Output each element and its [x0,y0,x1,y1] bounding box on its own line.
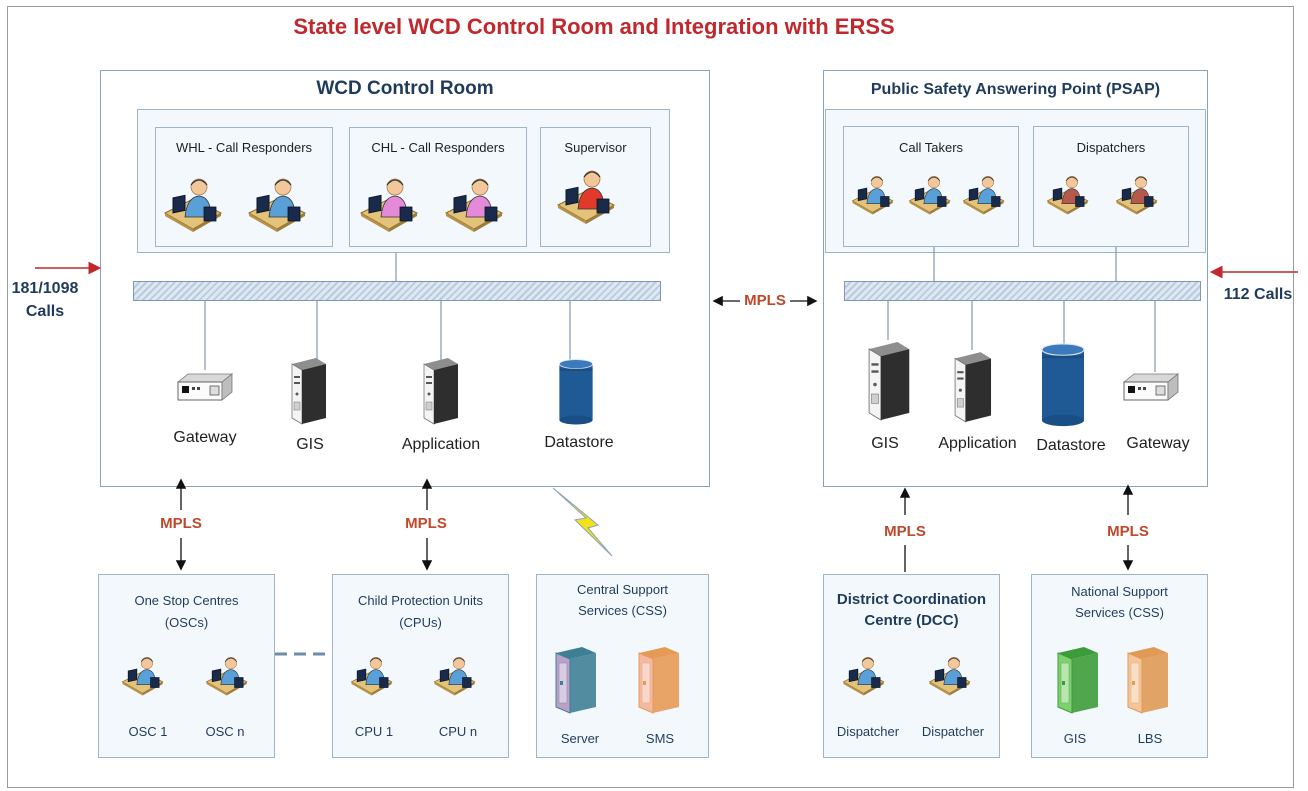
sms-rack-icon [635,645,683,715]
osc-item-label: OSC n [205,724,245,739]
lbs-rack-icon [1124,645,1172,715]
gateway-icon [174,372,234,408]
datastore-icon [1038,342,1088,428]
osc-box [98,574,275,758]
gateway-icon [1120,372,1180,408]
gis-server-icon [286,356,330,426]
osc-operator-icon [205,653,248,696]
css-title-line1: Central Support [576,582,669,597]
call-responder-icon [163,173,223,233]
psap-device-label-datastore: Datastore [1036,437,1106,454]
cpu-item-label: CPU 1 [354,724,394,739]
nss-title-line2: Services (CSS) [1075,605,1164,620]
gis-server-icon [862,338,914,424]
dispatcher-icon [1115,172,1158,215]
call-responder-icon [247,173,307,233]
dcc-title-line1: District Coordination [836,591,987,608]
datastore-icon [553,358,599,426]
mpls-label-osc: MPLS [160,515,202,532]
wcd-title: WCD Control Room [316,78,494,99]
wireless-link-bolt [552,487,613,557]
chl-group-label: CHL - Call Responders [371,140,505,155]
cpu-operator-icon [433,653,476,696]
mpls-label-cpu: MPLS [405,515,447,532]
wcd-network-bus [133,281,661,301]
dcc-title-line2: Centre (DCC) [864,612,959,629]
calls-left-line2: Calls [25,303,65,320]
wcd-device-label-datastore: Datastore [544,434,614,451]
dispatchers-group [1033,126,1189,247]
cpu-title-line2: (CPUs) [399,615,442,630]
supervisor-group-label: Supervisor [564,140,627,155]
dcc-dispatcher-icon [928,653,971,696]
wcd-device-label-application: Application [401,436,481,453]
osc-operator-icon [121,653,164,696]
wcd-device-label-gis: GIS [296,436,324,453]
wcd-device-label-gateway: Gateway [173,429,237,446]
osc-item-label: OSC 1 [128,724,168,739]
diagram-frame [7,6,1294,788]
application-server-icon [418,356,462,426]
server-rack-icon [552,645,600,715]
cpu-box [332,574,509,758]
calls-left-line1: 181/1098 [11,280,79,297]
cpu-title-line1: Child Protection Units [358,593,483,608]
call-responder-icon [359,173,419,233]
supervisor-icon [556,165,616,225]
mpls-label-dcc: MPLS [884,523,926,540]
call-takers-label: Call Takers [898,140,964,155]
chl-group [349,127,527,247]
dispatchers-label: Dispatchers [1076,140,1146,155]
psap-device-label-gis: GIS [871,435,899,452]
psap-device-label-application: Application [938,435,1017,452]
calls-right: 112 Calls [1223,286,1293,303]
call-responder-icon [444,173,504,233]
osc-title-line1: One Stop Centres [134,593,239,608]
dcc-box [823,574,1000,758]
nss-item-label: GIS [1063,731,1087,746]
cpu-operator-icon [350,653,393,696]
gis-rack-icon [1054,645,1102,715]
psap-device-label-gateway: Gateway [1126,435,1190,452]
diagram-title: State level WCD Control Room and Integra… [293,14,895,39]
dcc-dispatcher-icon [842,653,885,696]
psap-network-bus [844,281,1201,301]
cpu-item-label: CPU n [438,724,478,739]
application-server-icon [946,350,998,424]
dcc-item-label: Dispatcher [836,724,900,739]
whl-group-label: WHL - Call Responders [175,140,313,155]
psap-title: Public Safety Answering Point (PSAP) [870,81,1161,98]
dcc-item-label: Dispatcher [921,724,985,739]
css-item-label: SMS [645,731,675,746]
call-taker-icon [962,172,1005,215]
dispatcher-icon [1046,172,1089,215]
nss-title-line1: National Support [1071,584,1168,599]
css-title-line2: Services (CSS) [578,603,667,618]
supervisor-group [540,127,651,247]
call-taker-icon [851,172,894,215]
nss-item-label: LBS [1137,731,1163,746]
osc-title-line2: (OSCs) [164,615,209,630]
css-item-label: Server [560,731,600,746]
call-taker-icon [908,172,951,215]
mpls-label-nss: MPLS [1107,523,1149,540]
mpls-label-center: MPLS [744,292,786,309]
